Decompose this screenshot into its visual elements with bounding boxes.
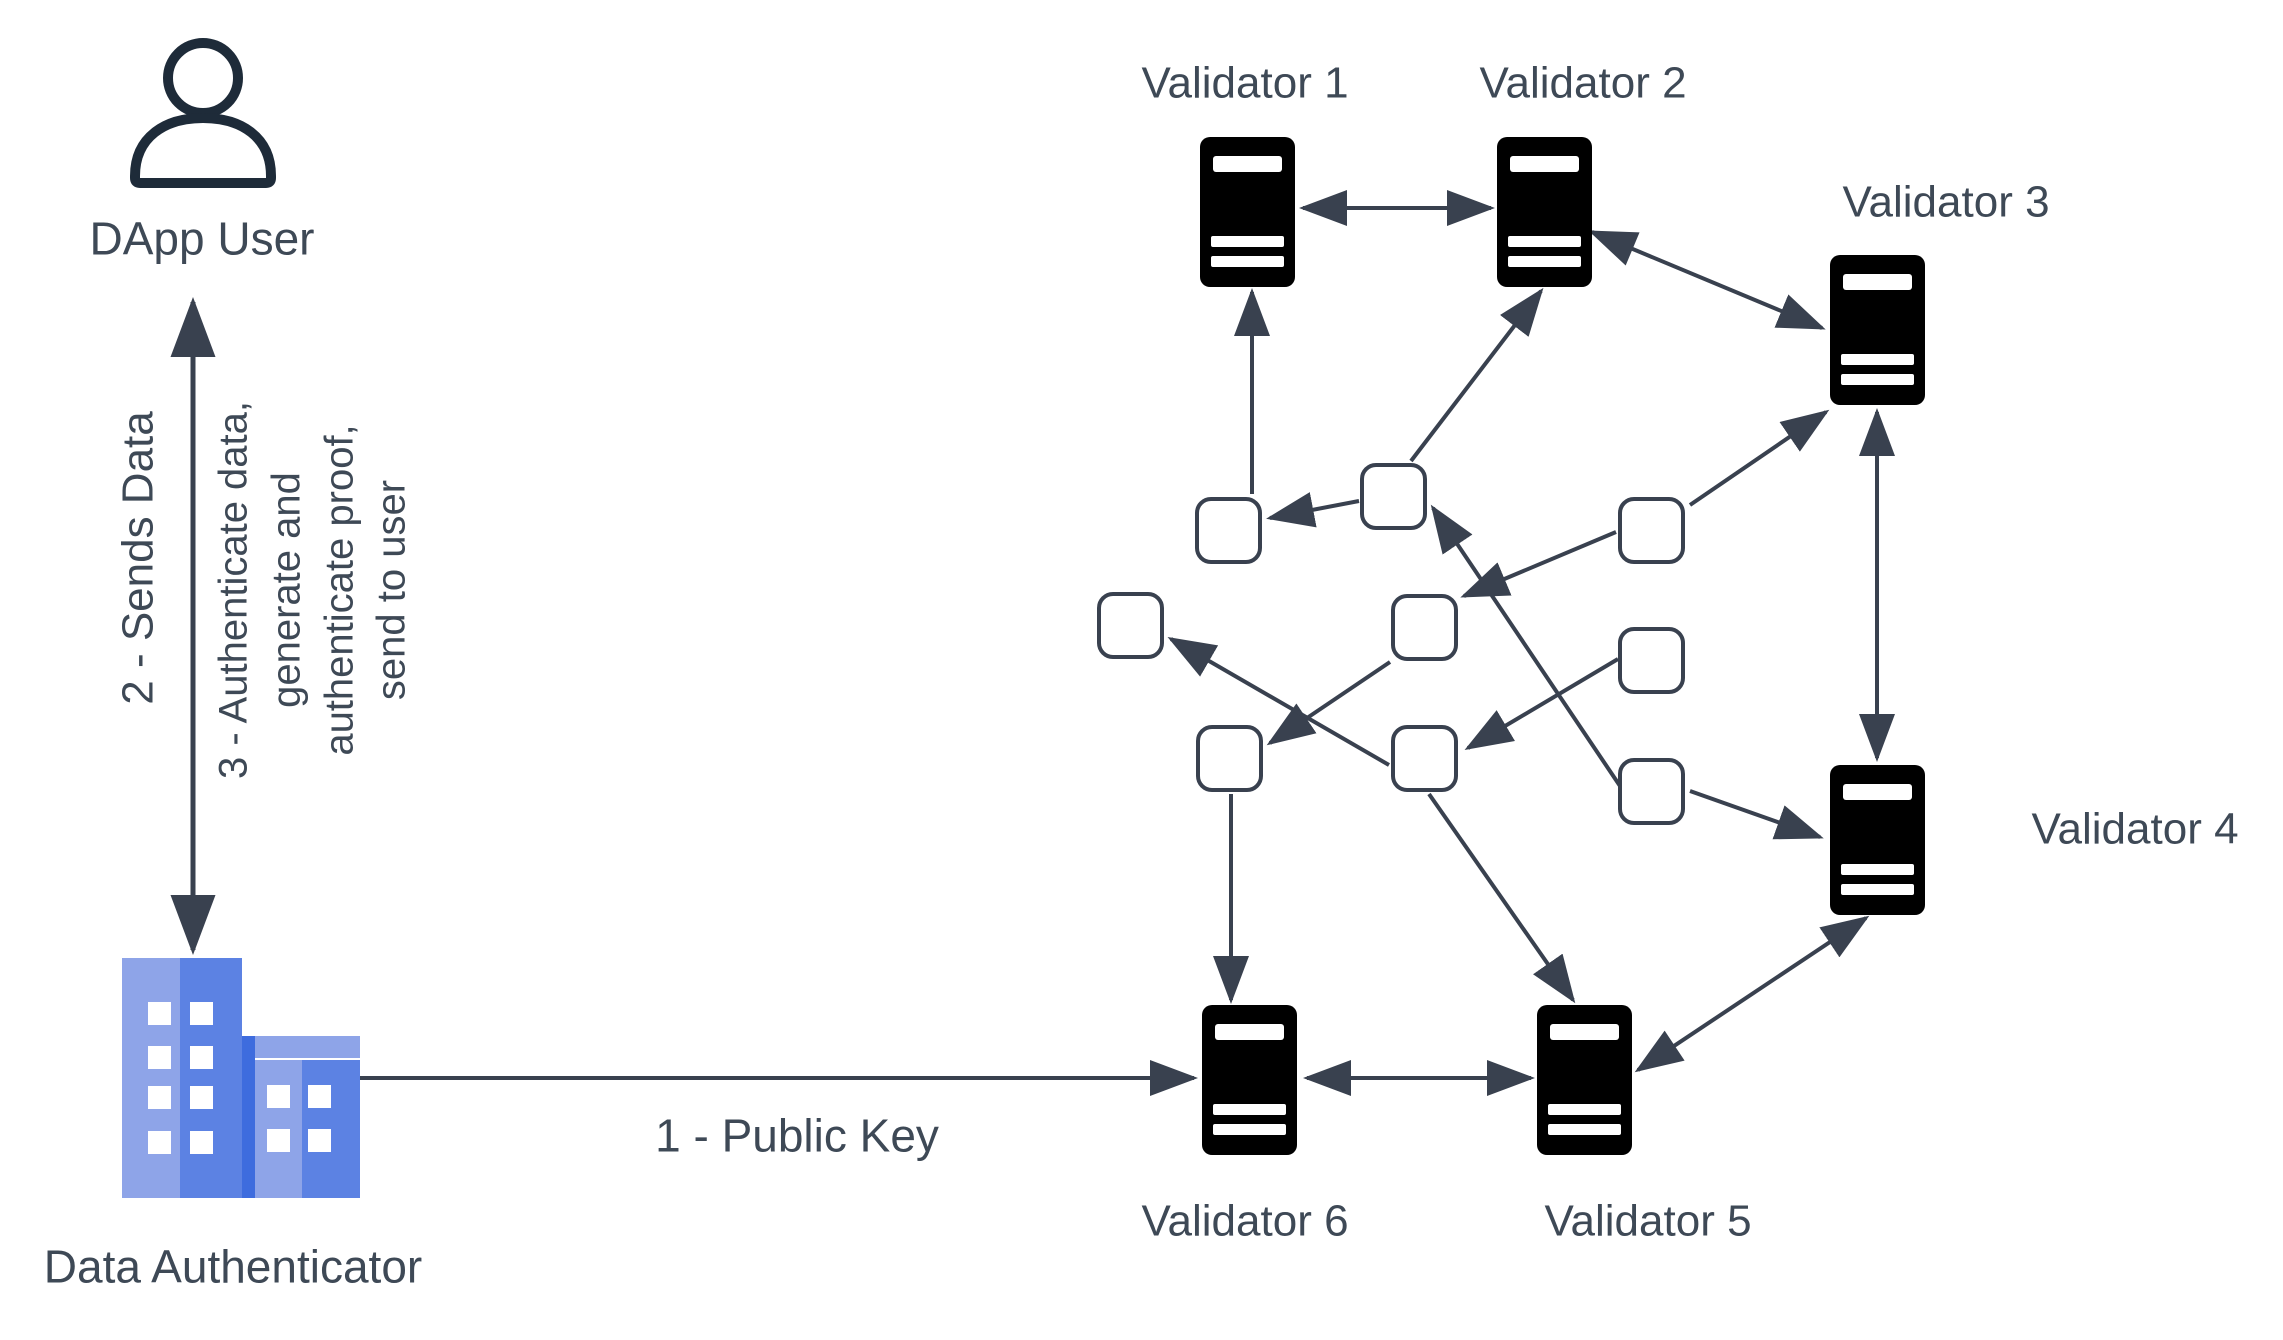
validator3-server-icon bbox=[1830, 255, 1925, 405]
server-slot bbox=[1843, 273, 1912, 290]
building-window bbox=[148, 1131, 171, 1154]
server-slot bbox=[1211, 255, 1284, 267]
relay-node-c bbox=[1097, 592, 1164, 659]
edge-relay-f-relay-c bbox=[1167, 636, 1391, 767]
building-roof bbox=[255, 1036, 360, 1060]
server-slot bbox=[1841, 883, 1914, 895]
validator6-server-icon bbox=[1202, 1005, 1297, 1155]
server-slot bbox=[1213, 1104, 1286, 1116]
server-slot bbox=[1550, 1023, 1619, 1040]
validator1-server-icon bbox=[1200, 137, 1295, 287]
dapp-user-label: DApp User bbox=[89, 212, 315, 265]
validator4-label: Validator 4 bbox=[2031, 804, 2239, 854]
sends-data-label: 2 - Sends Data bbox=[113, 411, 163, 705]
edge-validator5-validator4 bbox=[1634, 915, 1870, 1073]
edge-relay-i-validator4 bbox=[1689, 789, 1824, 840]
building-window bbox=[190, 1002, 213, 1025]
server-slot bbox=[1211, 236, 1284, 248]
server-slot bbox=[1213, 1123, 1286, 1135]
edge-relay-i-relay-b bbox=[1430, 504, 1622, 788]
server-slot bbox=[1548, 1104, 1621, 1116]
relay-node-b bbox=[1360, 463, 1427, 530]
relay-node-h bbox=[1618, 627, 1685, 694]
validator6-label: Validator 6 bbox=[1141, 1196, 1349, 1246]
edge-relay-d-relay-e bbox=[1266, 660, 1392, 746]
server-slot bbox=[1508, 255, 1581, 267]
building-window bbox=[148, 1046, 171, 1069]
validator4-server-icon bbox=[1830, 765, 1925, 915]
building-window bbox=[190, 1086, 213, 1109]
building-tall-right bbox=[180, 958, 242, 1198]
authenticate-proof-label: 3 - Authenticate data, generate and auth… bbox=[211, 400, 414, 780]
validator3-label: Validator 3 bbox=[1842, 177, 2050, 227]
server-slot bbox=[1841, 354, 1914, 366]
validator1-label: Validator 1 bbox=[1141, 58, 1349, 108]
data-authenticator-icon bbox=[122, 958, 360, 1198]
validator2-server-icon bbox=[1497, 137, 1592, 287]
building-window bbox=[148, 1086, 171, 1109]
server-slot bbox=[1215, 1023, 1284, 1040]
edge-validator2-validator3 bbox=[1588, 230, 1826, 330]
edge-relay-h-relay-f bbox=[1464, 657, 1620, 751]
server-slot bbox=[1548, 1123, 1621, 1135]
server-slot bbox=[1843, 783, 1912, 800]
public-key-label: 1 - Public Key bbox=[655, 1109, 939, 1162]
validator5-server-icon bbox=[1537, 1005, 1632, 1155]
relay-node-a bbox=[1195, 497, 1262, 564]
edge-relay-g-relay-d bbox=[1460, 530, 1617, 598]
relay-node-i bbox=[1618, 758, 1685, 825]
relay-node-d bbox=[1391, 594, 1458, 661]
building-tall-left bbox=[122, 958, 180, 1198]
building-window bbox=[148, 1002, 171, 1025]
server-slot bbox=[1841, 373, 1914, 385]
server-slot bbox=[1510, 155, 1579, 172]
building-window bbox=[308, 1085, 331, 1108]
dapp-user-icon bbox=[130, 38, 276, 188]
server-slot bbox=[1508, 236, 1581, 248]
relay-node-e bbox=[1196, 725, 1263, 792]
building-window bbox=[308, 1129, 331, 1152]
building-strip bbox=[242, 1036, 255, 1198]
building-window bbox=[267, 1129, 290, 1152]
validator5-label: Validator 5 bbox=[1544, 1196, 1752, 1246]
relay-node-f bbox=[1391, 725, 1458, 792]
server-slot bbox=[1841, 864, 1914, 876]
edge-relay-g-validator3 bbox=[1688, 409, 1830, 507]
building-window bbox=[267, 1085, 290, 1108]
building-window bbox=[190, 1131, 213, 1154]
edge-relay-b-validator2 bbox=[1409, 287, 1544, 463]
server-slot bbox=[1213, 155, 1282, 172]
relay-node-g bbox=[1618, 497, 1685, 564]
data-authenticator-label: Data Authenticator bbox=[43, 1240, 423, 1293]
validator2-label: Validator 2 bbox=[1479, 58, 1687, 108]
edge-relay-f-validator5 bbox=[1427, 792, 1576, 1004]
edge-relay-b-relay-a bbox=[1266, 492, 1360, 528]
building-window bbox=[190, 1046, 213, 1069]
